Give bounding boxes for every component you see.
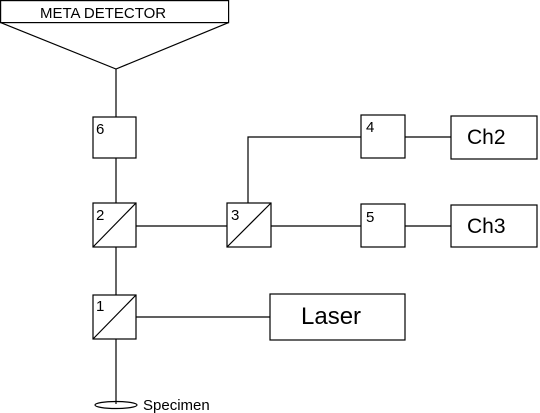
specimen-ellipse [94, 400, 138, 410]
specimen-label: Specimen [143, 397, 210, 413]
component-2-label: 2 [96, 207, 104, 224]
meta-detector-label: META DETECTOR [40, 5, 166, 22]
component-2-splitter [92, 202, 137, 248]
component-5-box [360, 203, 406, 248]
beam-3-to-4 [247, 136, 361, 203]
component-5-label: 5 [366, 209, 374, 226]
laser-box [269, 293, 406, 341]
channel-ch3-label: Ch3 [467, 215, 506, 238]
component-1-label: 1 [96, 298, 104, 315]
component-2-box [92, 202, 137, 248]
component-3-label: 3 [231, 207, 239, 224]
component-4-box [360, 114, 406, 159]
component-3-box [226, 202, 272, 248]
component-6-label: 6 [96, 121, 104, 138]
channel-ch2-label: Ch2 [467, 126, 506, 149]
meta-detector-box [0, 0, 230, 24]
channel-ch2-box [450, 115, 538, 160]
component-3-splitter [226, 202, 272, 248]
channel-ch3-box [450, 204, 538, 248]
component-4-label: 4 [366, 119, 374, 136]
component-1-splitter [92, 294, 137, 340]
laser-label: Laser [301, 303, 361, 330]
meta-detector-funnel [0, 22, 229, 70]
component-6-box [92, 116, 137, 159]
